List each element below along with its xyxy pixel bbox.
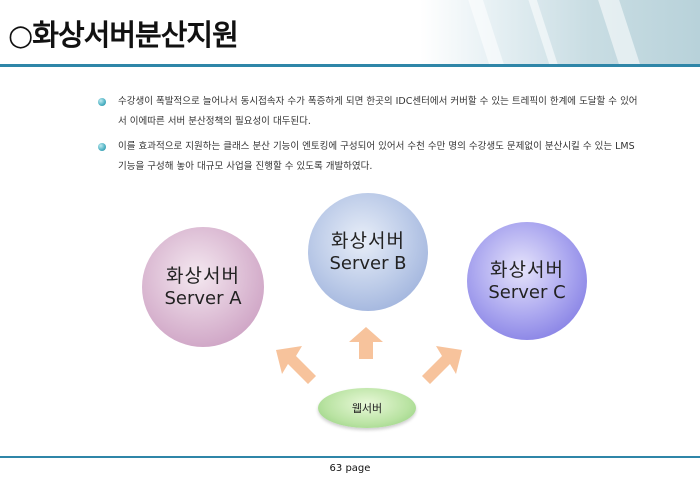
server-b-en-label: Server B — [329, 252, 407, 274]
bullet-dot-icon — [98, 98, 106, 106]
page-number: 63 page — [329, 463, 371, 474]
web-server-label: 웹서버 — [351, 402, 383, 415]
arrow-shape — [422, 346, 462, 384]
header: ○화상서버분산지원 — [0, 0, 700, 67]
arrow-shape — [276, 346, 316, 384]
arrow-shape — [349, 327, 383, 359]
server-b-ko-label: 화상서버 — [331, 229, 405, 252]
server-a-ko-label: 화상서버 — [166, 264, 240, 287]
server-a-en-label: Server A — [164, 287, 242, 309]
bullet-text: 수강생이 폭발적으로 늘어나서 동시접속자 수가 폭증하게 되면 한곳의 IDC… — [118, 96, 638, 127]
arrow-to-server-c-icon — [422, 346, 462, 384]
server-c-en-label: Server C — [488, 281, 566, 303]
page-title: ○화상서버분산지원 — [8, 18, 239, 52]
header-photo — [420, 0, 700, 64]
web-server-node: 웹서버 — [318, 388, 416, 428]
bullet-dot-icon — [98, 143, 106, 151]
bullet-item: 이를 효과적으로 지원하는 클래스 분산 기능이 엔토킹에 구성되어 있어서 수… — [98, 137, 638, 177]
bullet-text: 이를 효과적으로 지원하는 클래스 분산 기능이 엔토킹에 구성되어 있어서 수… — [118, 141, 635, 172]
server-c-ko-label: 화상서버 — [490, 258, 564, 281]
footer-rule — [0, 456, 700, 458]
title-rule — [0, 64, 700, 67]
server-a-circle: 화상서버 Server A — [142, 227, 264, 347]
server-b-circle: 화상서버 Server B — [308, 193, 428, 311]
arrow-to-server-b-icon — [349, 327, 383, 359]
bullet-list: 수강생이 폭발적으로 늘어나서 동시접속자 수가 폭증하게 되면 한곳의 IDC… — [98, 92, 638, 182]
arrow-to-server-a-icon — [276, 346, 316, 384]
bullet-item: 수강생이 폭발적으로 늘어나서 동시접속자 수가 폭증하게 되면 한곳의 IDC… — [98, 92, 638, 132]
server-c-circle: 화상서버 Server C — [467, 222, 587, 340]
